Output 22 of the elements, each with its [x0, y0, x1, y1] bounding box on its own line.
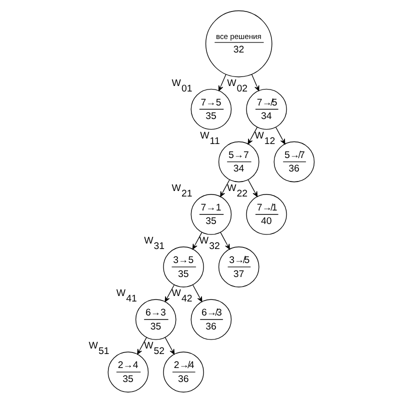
node-circle: 6↛3 36 — [190, 299, 232, 340]
arrow — [220, 232, 230, 250]
arrow — [218, 74, 226, 92]
arrow — [192, 284, 202, 302]
node-circle: 7↛1 40 — [246, 194, 286, 235]
arrow — [192, 232, 202, 250]
arrow — [275, 126, 285, 144]
node-circle: 7→1 35 — [190, 194, 232, 235]
node-circle: 5↛7 36 — [273, 141, 314, 182]
node-circle: 2→4 35 — [107, 352, 148, 392]
node-circle: 3↛5 37 — [218, 246, 259, 288]
arrow — [136, 337, 146, 355]
node-circle: все решения 32 — [204, 10, 272, 78]
node-circle: 2↛4 36 — [162, 352, 204, 392]
node-circle: 3→5 35 — [162, 246, 204, 288]
arrow — [247, 126, 257, 144]
arrow — [164, 337, 174, 355]
node-circle: 7↛5 34 — [246, 88, 286, 130]
node-circle: 6→3 35 — [134, 299, 176, 340]
arrow — [164, 284, 174, 302]
arrow — [220, 180, 230, 197]
arrow — [247, 180, 258, 197]
